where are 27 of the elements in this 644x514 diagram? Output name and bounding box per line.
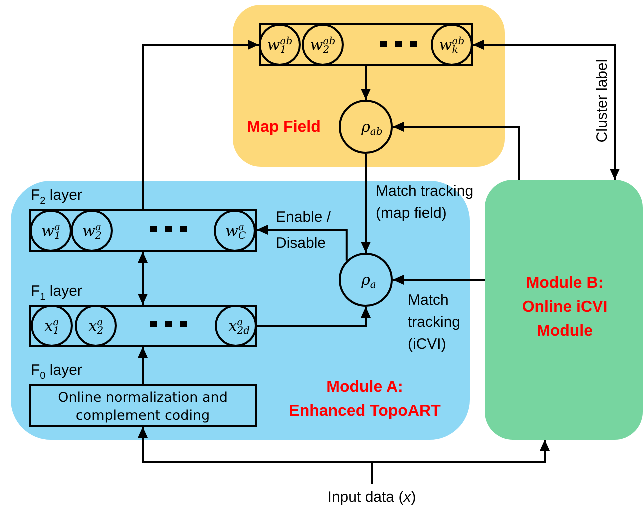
- module-title: Map Field: [246, 118, 322, 138]
- edge-label: Cluster label: [594, 58, 612, 145]
- box-text: Online normalization and complement coding: [57, 389, 229, 425]
- layer-label: F$_{0}$ layer: [31, 362, 82, 382]
- layer-box: [259, 23, 473, 66]
- input-label: Input data (x): [312, 484, 432, 510]
- arrow: [393, 275, 485, 285]
- arrow: [142, 40, 259, 209]
- arrow: [138, 252, 148, 305]
- arrow: [361, 154, 371, 253]
- edge-label: Enable / Disable: [276, 208, 332, 254]
- node-circle: ρ$_{a}$: [339, 253, 393, 307]
- arrow: [473, 40, 620, 180]
- edge-label: Match tracking (iCVI): [408, 291, 462, 355]
- arrow: [361, 66, 371, 100]
- layer-label: F$_{2}$ layer: [31, 187, 82, 207]
- edge-label: Match tracking (map field): [376, 182, 475, 224]
- layer-label: F$_{1}$ layer: [31, 283, 82, 303]
- arrow: [257, 307, 371, 327]
- module-title: Module A: Enhanced TopoART: [288, 378, 442, 422]
- arrow: [393, 122, 520, 180]
- arrow: [257, 225, 348, 261]
- module-panel: [485, 180, 643, 440]
- arrow: [138, 347, 148, 384]
- module-title: Module B: Online iCVI Module: [521, 274, 609, 342]
- node-circle: ρ$_{ab}$: [339, 100, 393, 154]
- module-panel: [233, 5, 505, 167]
